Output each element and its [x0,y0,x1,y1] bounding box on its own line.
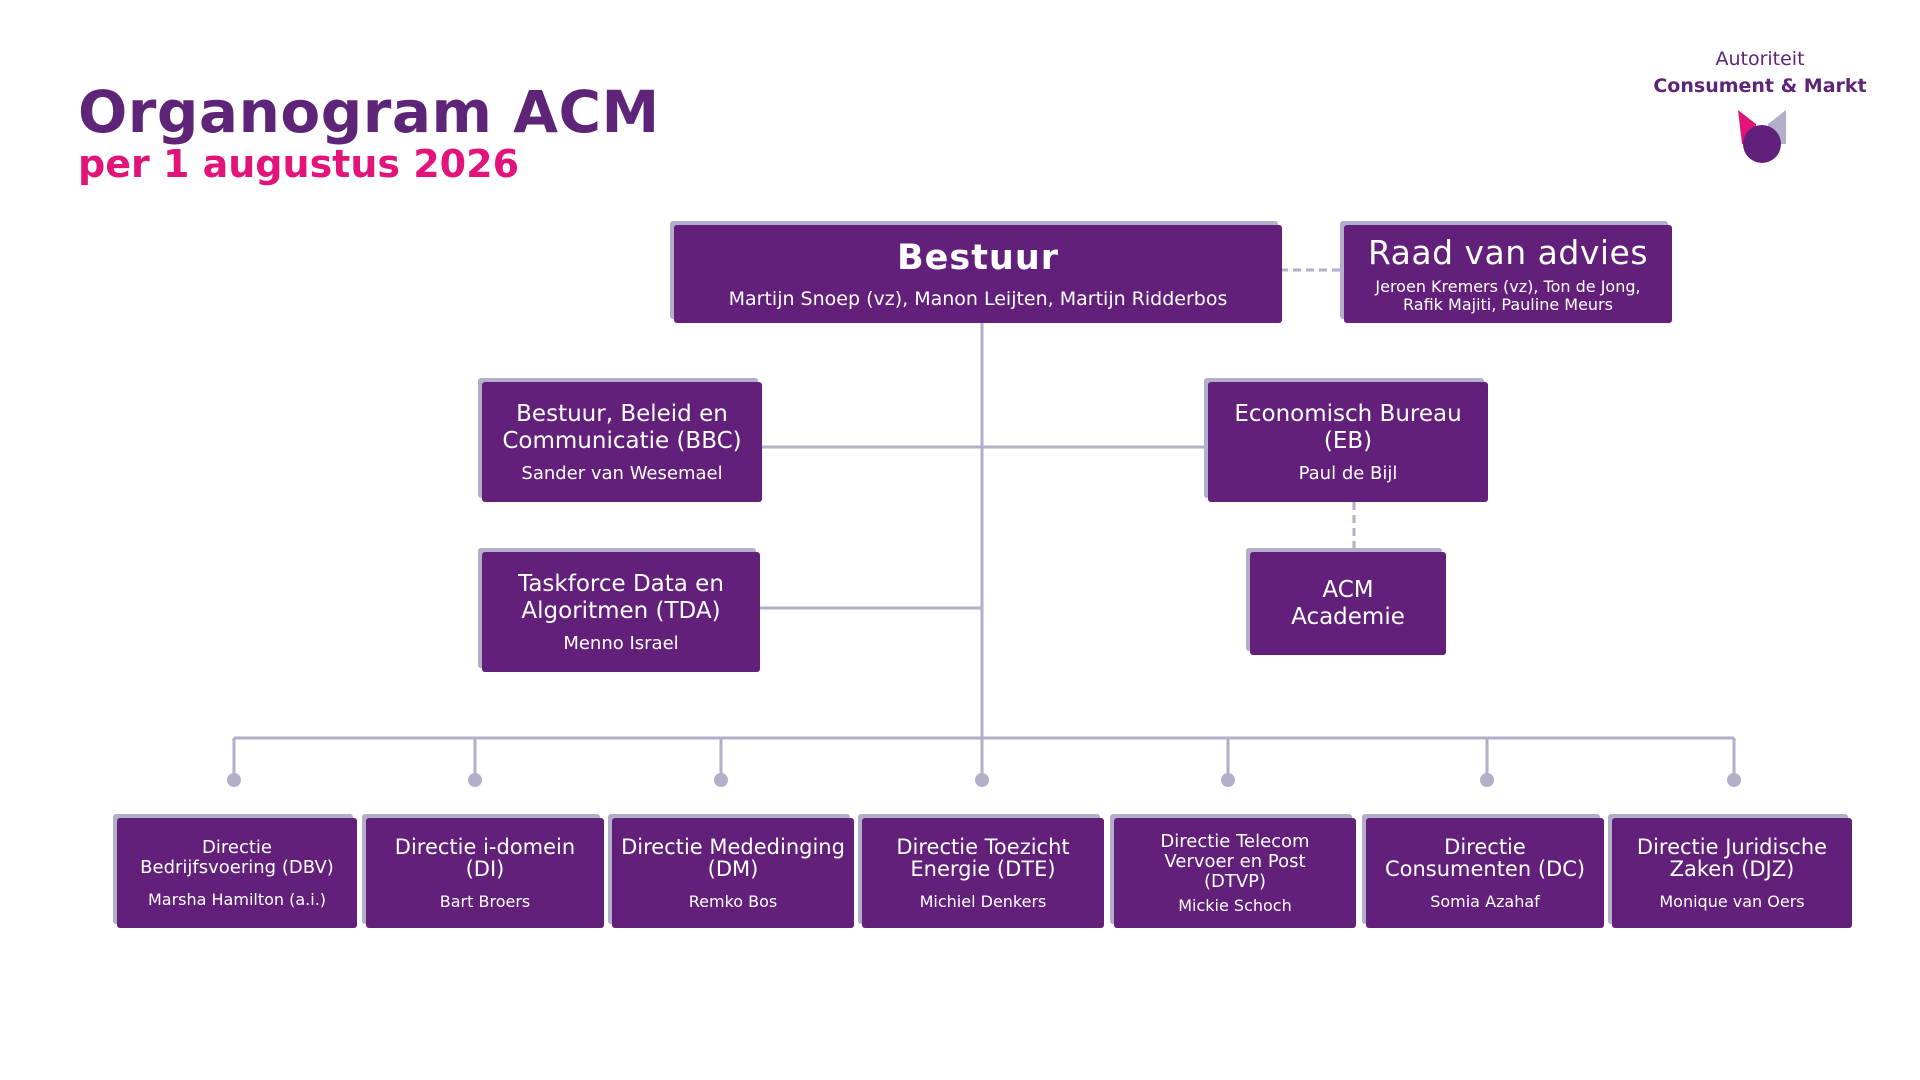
staff-unit-name: Taskforce Data en Algoritmen (TDA) [518,571,724,625]
directie-name: Directie Juridische Zaken (DJZ) [1637,836,1827,880]
staff-unit-name: ACM Academie [1291,577,1405,631]
page-subtitle: per 1 augustus 2026 [78,142,520,186]
directie-name: Directie Consumenten (DC) [1385,836,1585,880]
staff-unit-name: Bestuur, Beleid en Communicatie (BBC) [502,401,741,455]
directie-name-line: Directie [202,836,272,858]
directie-name-line: Consumenten (DC) [1384,856,1586,881]
staff-unit-head: Menno Israel [563,632,679,654]
directie-dbv-box: Directie Bedrijfsvoering (DBV) Marsha Ha… [117,818,357,928]
raad-people-line: Jeroen Kremers (vz), Ton de Jong, [1375,277,1641,296]
raad-people-line: Rafik Majiti, Pauline Meurs [1403,295,1613,314]
directie-name: Directie Telecom Vervoer en Post (DTVP) [1160,830,1310,892]
directie-name-line: (DTVP) [1203,870,1267,892]
staff-unit-name-line: (EB) [1323,427,1373,454]
directie-dte-box: Directie Toezicht Energie (DTE) Michiel … [862,818,1104,928]
tda-box: Taskforce Data en Algoritmen (TDA) Menno… [482,552,760,672]
directie-head: Bart Broers [439,891,531,911]
bestuur-name: Bestuur [896,238,1060,278]
acm-academie-box: ACM Academie [1250,552,1446,655]
logo-text-line1: Autoriteit [1715,48,1805,70]
directie-head: Mickie Schoch [1178,895,1292,915]
page-title: Organogram ACM [78,78,660,146]
staff-unit-name-line: ACM [1322,576,1374,603]
directie-dtvp-box: Directie Telecom Vervoer en Post (DTVP) … [1114,818,1356,928]
directie-head: Michiel Denkers [919,891,1047,911]
bbc-box: Bestuur, Beleid en Communicatie (BBC) Sa… [482,382,762,502]
directie-name-line: Directie Mededinging [621,834,845,859]
directie-head: Monique van Oers [1659,891,1805,911]
eb-box: Economisch Bureau (EB) Paul de Bijl [1208,382,1488,502]
directie-name-line: Directie [1444,834,1526,859]
acm-logo: Autoriteit Consument & Markt [1650,48,1870,173]
directie-name-line: Vervoer en Post [1164,850,1306,872]
staff-unit-name-line: Academie [1291,603,1405,630]
staff-unit-name-line: Bestuur, Beleid en [516,400,728,427]
directie-head: Marsha Hamilton (a.i.) [147,889,327,909]
logo-text-line2: Consument & Markt [1653,75,1867,97]
directie-name: Directie Bedrijfsvoering (DBV) [140,836,334,878]
directie-name: Directie Toezicht Energie (DTE) [896,836,1069,880]
staff-unit-name-line: Economisch Bureau [1234,400,1462,427]
staff-unit-head: Sander van Wesemael [521,462,723,484]
staff-unit-name: Economisch Bureau (EB) [1234,401,1461,455]
raad-people: Jeroen Kremers (vz), Ton de Jong, Rafik … [1375,278,1640,314]
staff-unit-name-line: Communicatie (BBC) [502,427,742,454]
acm-logo-mark-icon [1738,110,1786,163]
raad-van-advies-box: Raad van advies Jeroen Kremers (vz), Ton… [1344,225,1672,323]
directie-name-line: Directie Juridische [1636,834,1828,859]
directie-name-line: (DI) [465,856,505,881]
directie-name-line: (DM) [707,856,759,881]
directie-name: Directie Mededinging (DM) [621,836,845,880]
directie-name-line: Directie Toezicht [896,834,1070,859]
directie-djz-box: Directie Juridische Zaken (DJZ) Monique … [1612,818,1852,928]
staff-unit-name-line: Taskforce Data en [518,570,724,597]
directie-name-line: Directie i-domein [394,834,576,859]
directie-dm-box: Directie Mededinging (DM) Remko Bos [612,818,854,928]
raad-name: Raad van advies [1367,233,1649,272]
directie-dc-box: Directie Consumenten (DC) Somia Azahaf [1366,818,1604,928]
directie-name-line: Energie (DTE) [910,856,1056,881]
directie-name-line: Directie Telecom [1160,830,1310,852]
staff-unit-head: Paul de Bijl [1298,462,1398,484]
staff-unit-name-line: Algoritmen (TDA) [521,597,721,624]
directie-name: Directie i-domein (DI) [395,836,575,880]
directie-name-line: Bedrijfsvoering (DBV) [140,856,334,878]
directie-head: Somia Azahaf [1430,891,1540,911]
bestuur-box: Bestuur Martijn Snoep (vz), Manon Leijte… [674,225,1282,323]
directie-di-box: Directie i-domein (DI) Bart Broers [366,818,604,928]
bestuur-people: Martijn Snoep (vz), Manon Leijten, Marti… [728,288,1228,310]
directie-head: Remko Bos [688,891,778,911]
directie-name-line: Zaken (DJZ) [1669,856,1795,881]
